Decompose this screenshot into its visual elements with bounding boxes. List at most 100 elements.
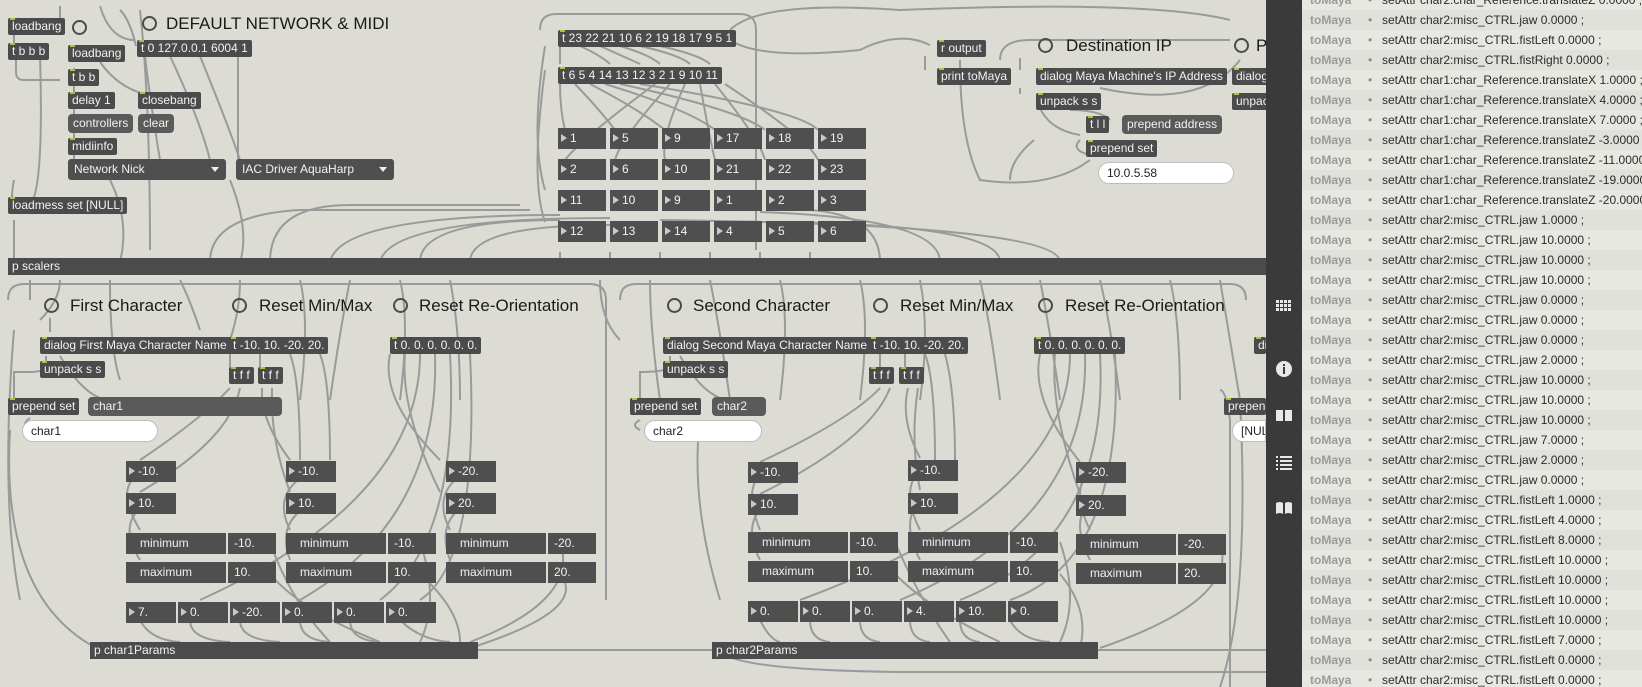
prepend-set-char3-object[interactable]: prepen	[1224, 398, 1266, 415]
max-number-box[interactable]: 10.	[908, 493, 958, 514]
t-f-f-object[interactable]: t f f	[869, 367, 894, 384]
reorient-number-box[interactable]: 0.	[800, 601, 850, 622]
reset-reorient-2-bang[interactable]	[1038, 298, 1053, 313]
number-box[interactable]: 1	[714, 190, 762, 211]
number-box[interactable]: 5	[610, 128, 658, 149]
reorient-number-box[interactable]: 10.	[956, 601, 1006, 622]
min-number-box[interactable]: -10.	[286, 461, 336, 482]
minimum-value[interactable]: -10.	[1010, 532, 1058, 553]
number-box[interactable]: 1	[558, 128, 606, 149]
number-box[interactable]: 23	[818, 159, 866, 180]
dialog-char1-object[interactable]: dialog First Maya Character Name	[40, 337, 231, 354]
maximum-value[interactable]: 10.	[388, 562, 436, 583]
number-box[interactable]: 6	[610, 159, 658, 180]
p-char2params-object[interactable]: p char2Params	[712, 642, 1098, 659]
number-box[interactable]: 11	[558, 190, 606, 211]
unpack-char2-object[interactable]: unpack s s	[663, 361, 729, 378]
console-row[interactable]: toMaya•setAttr char1:char_Reference.tran…	[1302, 190, 1642, 210]
second-character-bang[interactable]	[667, 298, 682, 313]
minimum-value[interactable]: -20.	[1178, 534, 1226, 555]
console-row[interactable]: toMaya•setAttr char1:char_Reference.tran…	[1302, 150, 1642, 170]
patcher-canvas[interactable]: DEFAULT NETWORK & MIDI Destination IP P …	[0, 0, 1266, 687]
console-row[interactable]: toMaya•setAttr char1:char_Reference.tran…	[1302, 90, 1642, 110]
number-box[interactable]: 9	[662, 128, 710, 149]
t-reorient1-object[interactable]: t 0. 0. 0. 0. 0. 0.	[390, 337, 482, 354]
minimum-value[interactable]: -20.	[548, 533, 596, 554]
print-tomaya-object[interactable]: print toMaya	[937, 68, 1012, 85]
console-row[interactable]: toMaya•setAttr char2:misc_CTRL.fistLeft …	[1302, 650, 1642, 670]
reorient-number-box[interactable]: 4.	[904, 601, 954, 622]
console-row[interactable]: toMaya•setAttr char2:misc_CTRL.fistLeft …	[1302, 530, 1642, 550]
console-row[interactable]: toMaya•setAttr char2:misc_CTRL.jaw 10.00…	[1302, 250, 1642, 270]
console-row[interactable]: toMaya•setAttr char2:misc_CTRL.fistLeft …	[1302, 630, 1642, 650]
t-f-f-object[interactable]: t f f	[258, 367, 283, 384]
prepend-set-char1-object[interactable]: prepend set	[8, 398, 80, 415]
console-row[interactable]: toMaya•setAttr char2:misc_CTRL.fistLeft …	[1302, 30, 1642, 50]
t-b-b-object[interactable]: t b b	[68, 69, 100, 86]
console-row[interactable]: toMaya•setAttr char2:misc_CTRL.fistRight…	[1302, 50, 1642, 70]
console-row[interactable]: toMaya•setAttr char2:misc_CTRL.fistLeft …	[1302, 510, 1642, 530]
t-f-f-object[interactable]: t f f	[899, 367, 924, 384]
console-row[interactable]: toMaya•setAttr char2:misc_CTRL.jaw 10.00…	[1302, 370, 1642, 390]
console-row[interactable]: toMaya•setAttr char2:misc_CTRL.jaw 2.000…	[1302, 450, 1642, 470]
console-row[interactable]: toMaya•setAttr char2:misc_CTRL.jaw 0.000…	[1302, 290, 1642, 310]
number-box[interactable]: 13	[610, 221, 658, 242]
char1-message[interactable]: char1	[88, 397, 282, 416]
reorient-number-box[interactable]: -20.	[230, 602, 280, 623]
char2-name-field[interactable]: char2	[644, 420, 762, 442]
t-list-object-1[interactable]: t 23 22 21 10 6 2 19 18 17 9 5 1	[558, 30, 737, 47]
t-minmax2-object[interactable]: t -10. 10. -20. 20.	[869, 337, 969, 354]
console-row[interactable]: toMaya•setAttr char2:misc_CTRL.fistLeft …	[1302, 570, 1642, 590]
console-row[interactable]: toMaya•setAttr char2:misc_CTRL.jaw 1.000…	[1302, 210, 1642, 230]
minimum-value[interactable]: -10.	[228, 533, 276, 554]
t-minmax1-object[interactable]: t -10. 10. -20. 20.	[229, 337, 329, 354]
console-row[interactable]: toMaya•setAttr char1:char_Reference.tran…	[1302, 170, 1642, 190]
char3-name-field[interactable]: [NUL	[1232, 420, 1266, 442]
reorient-number-box[interactable]: 0.	[852, 601, 902, 622]
max-number-box[interactable]: 20.	[1076, 495, 1126, 516]
destination-ip-bang[interactable]	[1038, 38, 1053, 53]
delay-object[interactable]: delay 1	[68, 92, 115, 109]
console-row[interactable]: toMaya•setAttr char2:misc_CTRL.jaw 10.00…	[1302, 270, 1642, 290]
number-box[interactable]: 22	[766, 159, 814, 180]
grid-icon[interactable]	[1274, 297, 1294, 317]
console-row[interactable]: toMaya•setAttr char2:misc_CTRL.jaw 0.000…	[1302, 330, 1642, 350]
network-menu[interactable]: Network Nick	[68, 159, 226, 180]
min-number-box[interactable]: -10.	[748, 462, 798, 483]
number-box[interactable]: 18	[766, 128, 814, 149]
reset-reorient-1-bang[interactable]	[393, 298, 408, 313]
t-l-l-object[interactable]: t l l	[1086, 116, 1110, 133]
number-box[interactable]: 3	[818, 190, 866, 211]
minimum-value[interactable]: -10.	[388, 533, 436, 554]
t-list-object-2[interactable]: t 6 5 4 14 13 12 3 2 1 9 10 11	[558, 67, 722, 84]
console-row[interactable]: toMaya•setAttr char2:misc_CTRL.fistLeft …	[1302, 590, 1642, 610]
reorient-number-box[interactable]: 0.	[334, 602, 384, 623]
char1-name-field[interactable]: char1	[22, 420, 158, 442]
p-scalers-object[interactable]: p scalers	[8, 258, 1266, 275]
reset-minmax-2-bang[interactable]	[873, 298, 888, 313]
console-row[interactable]: toMaya•setAttr char2:misc_CTRL.jaw 10.00…	[1302, 230, 1642, 250]
closebang-object[interactable]: closebang	[138, 92, 201, 109]
number-box[interactable]: 12	[558, 221, 606, 242]
p-char1params-object[interactable]: p char1Params	[90, 642, 478, 659]
console-row[interactable]: toMaya•setAttr char2:misc_CTRL.jaw 7.000…	[1302, 430, 1642, 450]
destination-port-bang[interactable]	[1234, 38, 1249, 53]
console-row[interactable]: toMaya•setAttr char2:char_Reference.tran…	[1302, 0, 1642, 10]
book-icon[interactable]	[1274, 405, 1294, 425]
max-console[interactable]: toMaya•setAttr char2:char_Reference.tran…	[1302, 0, 1642, 687]
first-character-bang[interactable]	[44, 298, 59, 313]
prepend-set-char2-object[interactable]: prepend set	[630, 398, 702, 415]
prepend-set-ip-object[interactable]: prepend set	[1086, 140, 1158, 157]
char2-message[interactable]: char2	[712, 397, 766, 416]
console-row[interactable]: toMaya•setAttr char2:misc_CTRL.jaw 2.000…	[1302, 350, 1642, 370]
prepend-address-object[interactable]: prepend address	[1122, 115, 1223, 134]
maximum-value[interactable]: 10.	[1010, 561, 1058, 582]
max-number-box[interactable]: 10.	[286, 493, 336, 514]
loadbang-bang[interactable]	[72, 20, 87, 35]
number-box[interactable]: 10	[662, 159, 710, 180]
maximum-value[interactable]: 10.	[228, 562, 276, 583]
dialog-char3-object[interactable]: di	[1254, 337, 1266, 354]
console-row[interactable]: toMaya•setAttr char2:misc_CTRL.jaw 0.000…	[1302, 10, 1642, 30]
dialog-port-object[interactable]: dialog	[1232, 68, 1266, 85]
reorient-number-box[interactable]: 0.	[178, 602, 228, 623]
